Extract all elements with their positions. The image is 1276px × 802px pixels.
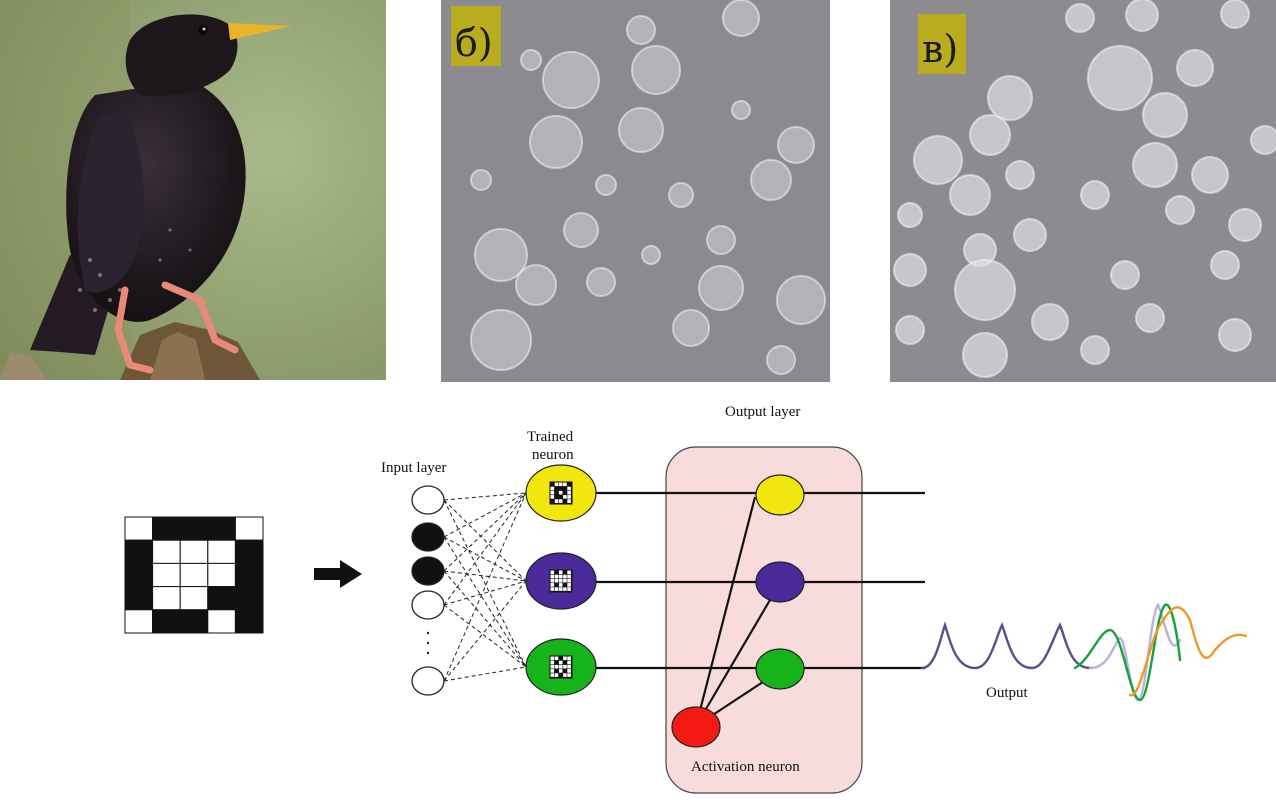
- output-layer-box: [665, 446, 863, 794]
- pixel-cell: [207, 586, 236, 611]
- pixel-cell: [124, 516, 154, 541]
- pixel-cell: [124, 609, 154, 634]
- output-node-green: [755, 648, 805, 690]
- trained-neuron-yellow: [525, 464, 597, 522]
- pixel-cell: [179, 539, 209, 564]
- pixel-cell: [179, 562, 209, 588]
- pixel-cell: [179, 516, 209, 541]
- neural-network-diagram: Input layer Trained neuron Output layer …: [124, 404, 1248, 794]
- starling-photo: [0, 0, 386, 380]
- output-label: Output: [986, 685, 1029, 701]
- trained-neuron-green: [525, 638, 597, 696]
- droplets-photo-v: в): [890, 0, 1276, 382]
- pixel-cell: [207, 516, 236, 541]
- activation-neuron: [671, 706, 721, 748]
- pixel-cell: [152, 562, 181, 588]
- input-connections: [443, 492, 527, 682]
- droplets-image-b: б): [441, 0, 830, 382]
- input-node: [411, 666, 445, 696]
- pixel-cell: [179, 586, 209, 611]
- output-waveform: [920, 602, 1248, 702]
- pixel-cell: [152, 516, 181, 541]
- pixel-cell: [234, 516, 264, 541]
- pixel-cell: [124, 586, 154, 611]
- pattern-icon: [549, 655, 573, 679]
- pixel-cell: [124, 562, 154, 588]
- droplets-photo-b: б): [441, 0, 830, 382]
- pixel-cell: [152, 586, 181, 611]
- pixel-cell: [152, 539, 181, 564]
- starling-image: [0, 0, 386, 380]
- pixel-cell: [124, 539, 154, 564]
- arrow-icon: [314, 560, 362, 588]
- output-layer-label: Output layer: [725, 404, 800, 420]
- trained-neuron-purple: [525, 552, 597, 610]
- droplets-image-v: в): [890, 0, 1276, 382]
- input-layer-label: Input layer: [381, 460, 446, 476]
- input-layer: [411, 485, 445, 696]
- input-node: [411, 590, 445, 620]
- pixel-cell: [207, 609, 236, 634]
- output-node-purple: [755, 561, 805, 603]
- pattern-icon: [549, 481, 573, 505]
- input-node: [411, 522, 445, 552]
- pixel-cell: [234, 586, 264, 611]
- pixel-cell: [234, 539, 264, 564]
- output-node-yellow: [755, 474, 805, 516]
- pixel-cell: [179, 609, 209, 634]
- pixel-cell: [207, 562, 236, 588]
- pixel-cell: [234, 609, 264, 634]
- trained-neuron-label-line1: Trained: [527, 429, 574, 445]
- ellipsis-dots: [426, 631, 430, 655]
- pixel-cell: [152, 609, 181, 634]
- pixel-cell: [234, 562, 264, 588]
- panel-label-b: б): [455, 21, 493, 65]
- input-node: [411, 556, 445, 586]
- trained-neuron-label-line2: neuron: [532, 447, 574, 463]
- pattern-icon: [549, 569, 573, 593]
- panel-label-v: в): [922, 27, 958, 71]
- input-pixel-grid: [124, 516, 264, 634]
- input-node: [411, 485, 445, 515]
- activation-neuron-label: Activation neuron: [691, 759, 800, 775]
- pixel-cell: [207, 539, 236, 564]
